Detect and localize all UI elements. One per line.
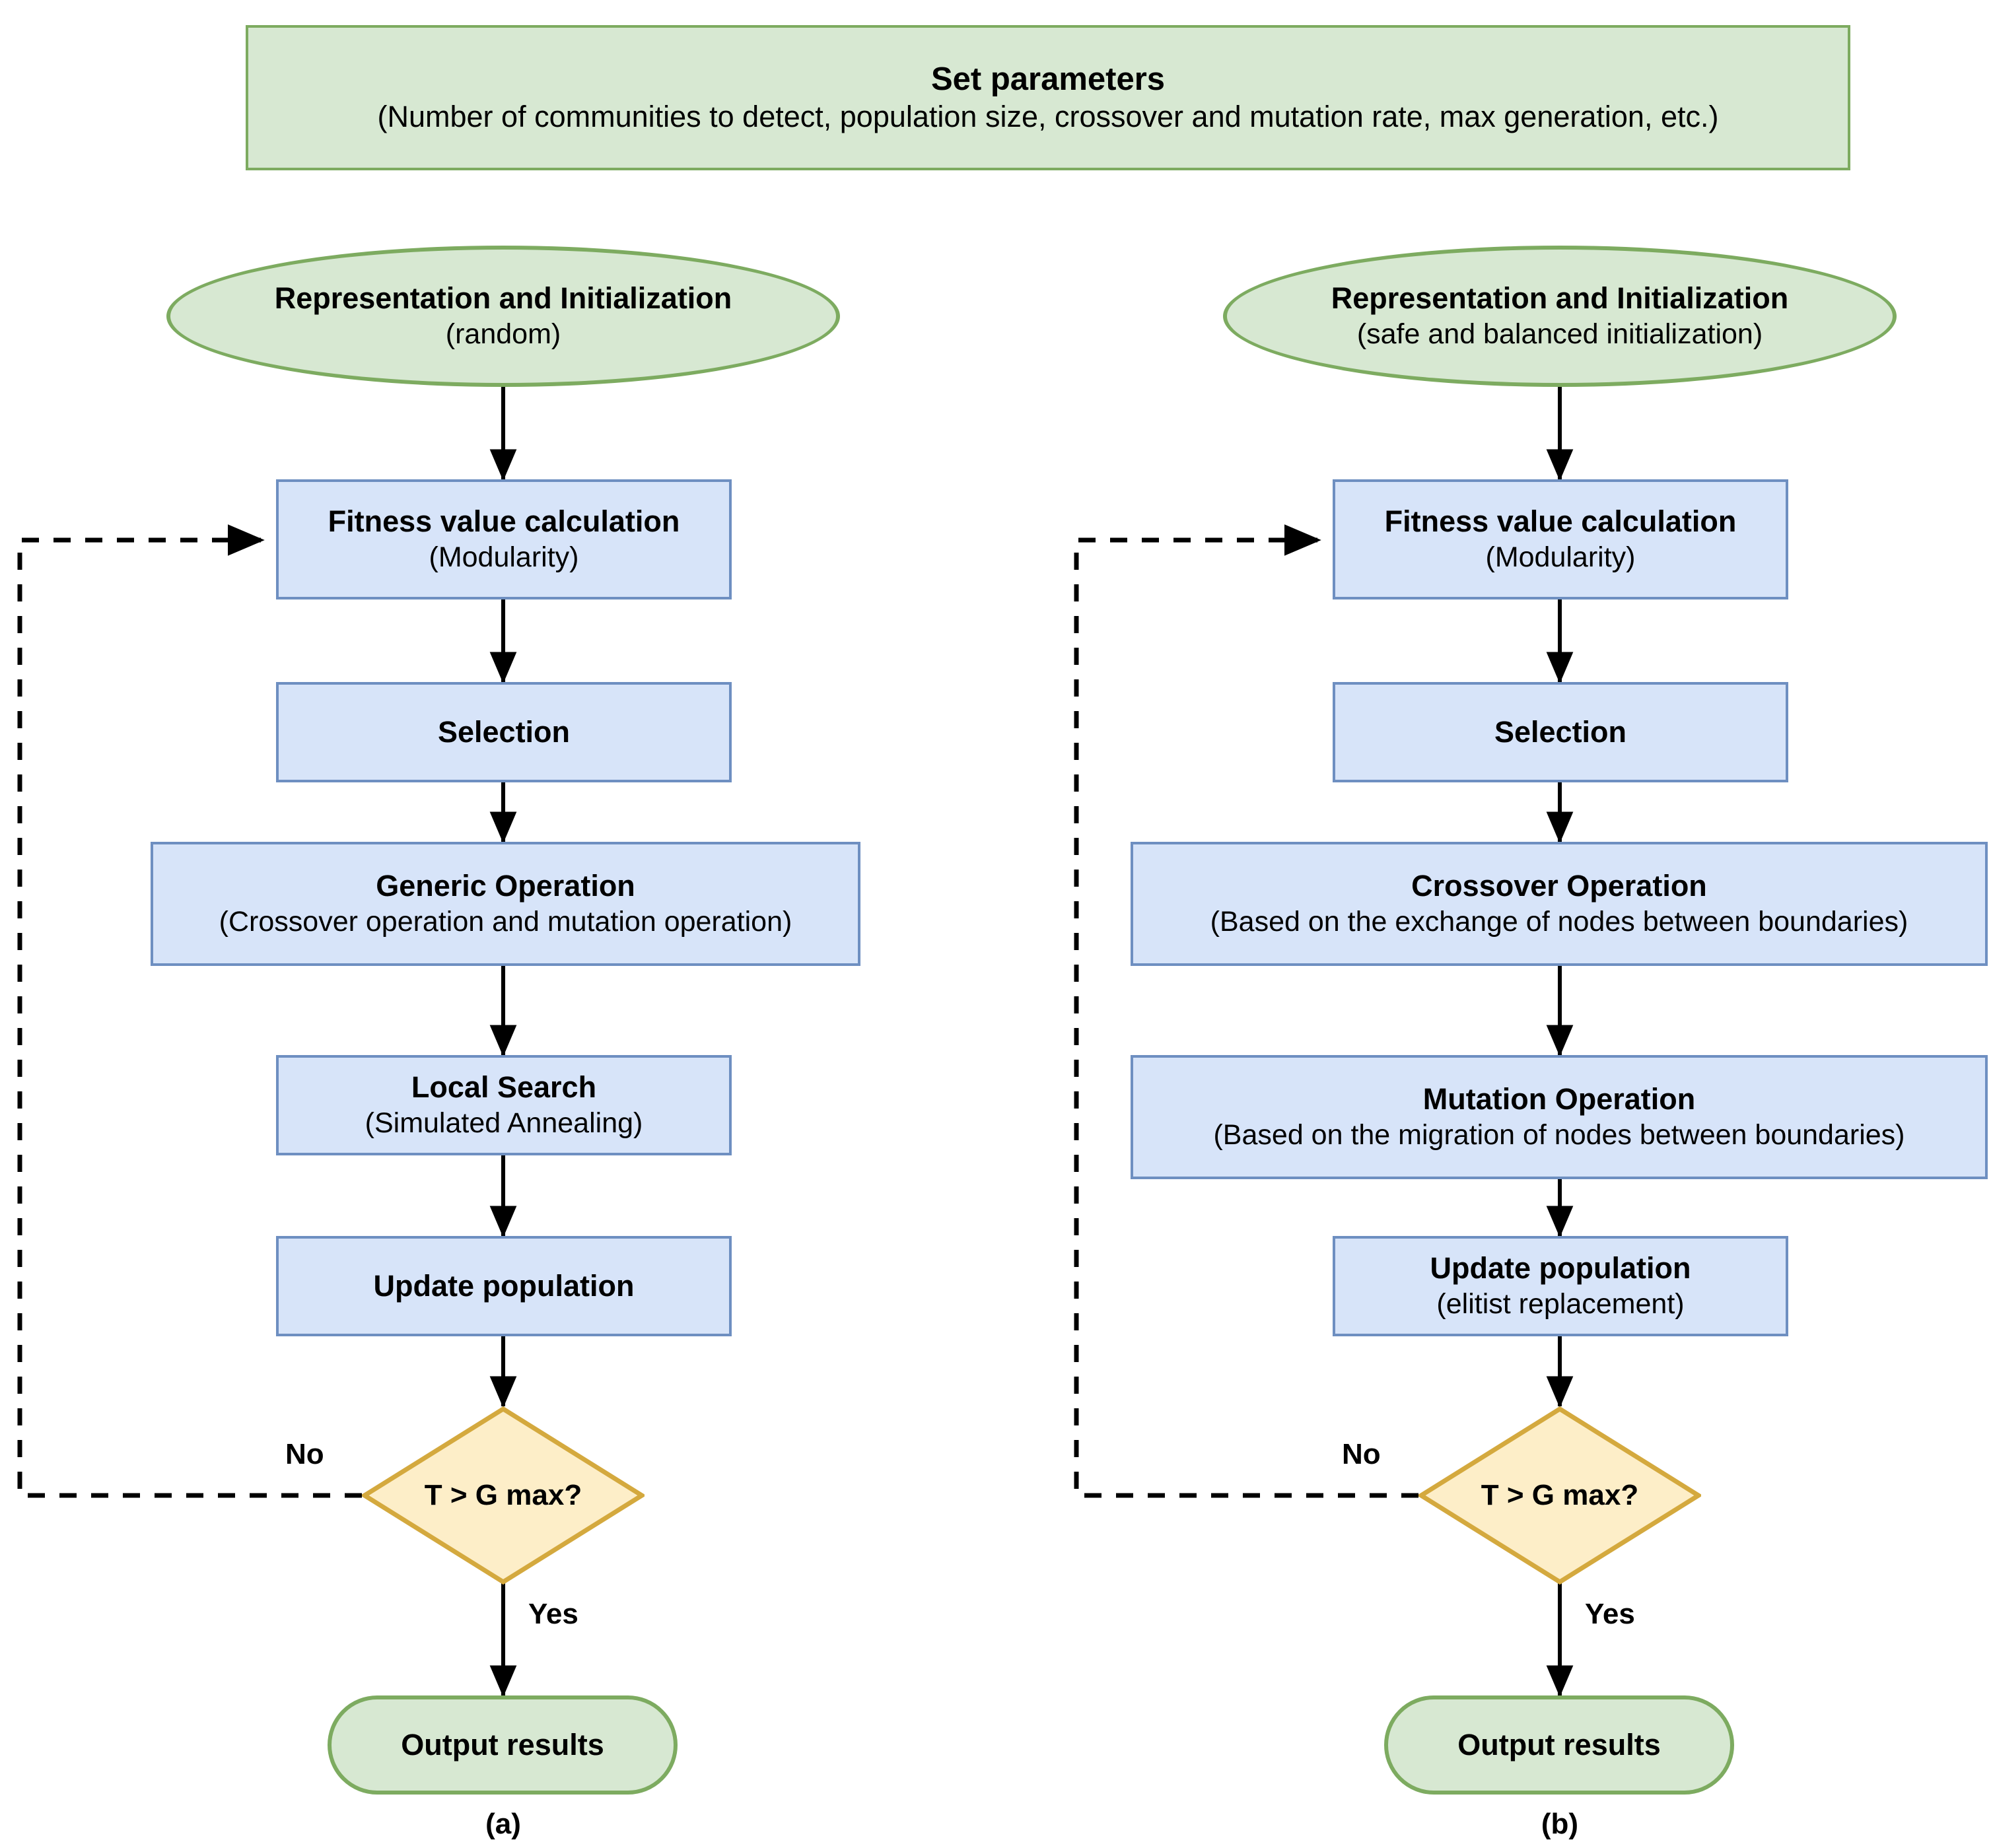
- panel-b-caption: (b): [1541, 1808, 1579, 1840]
- panel-b-step-fitness-title: Fitness value calculation: [1384, 504, 1737, 539]
- panel-b-step-selection-title: Selection: [1494, 714, 1627, 749]
- panel-a-step-local-search[interactable]: Local Search (Simulated Annealing): [276, 1055, 732, 1155]
- panel-a-start-node[interactable]: Representation and Initialization (rando…: [166, 246, 840, 387]
- panel-a-decision[interactable]: T > G max?: [362, 1406, 645, 1585]
- panel-b-decision-label: T > G max?: [1481, 1479, 1639, 1511]
- panel-a-start-subtitle: (random): [445, 318, 561, 351]
- panel-a-decision-label: T > G max?: [424, 1479, 582, 1511]
- panel-b-start-title: Representation and Initialization: [1331, 281, 1789, 316]
- panel-a-end-title: Output results: [401, 1727, 604, 1762]
- panel-b-step-crossover-operation[interactable]: Crossover Operation (Based on the exchan…: [1131, 842, 1988, 966]
- panel-b-decision[interactable]: T > G max?: [1418, 1406, 1701, 1585]
- set-parameters-box[interactable]: Set parameters (Number of communities to…: [246, 25, 1850, 170]
- panel-b-step-crossover-operation-subtitle: (Based on the exchange of nodes between …: [1210, 906, 1908, 938]
- panel-b-step-crossover-operation-title: Crossover Operation: [1411, 869, 1707, 903]
- panel-b-step-fitness[interactable]: Fitness value calculation (Modularity): [1333, 479, 1788, 599]
- panel-a-step-local-search-title: Local Search: [411, 1070, 597, 1105]
- panel-a-step-selection[interactable]: Selection: [276, 682, 732, 782]
- panel-b-step-fitness-subtitle: (Modularity): [1485, 541, 1636, 574]
- panel-a-yes-label: Yes: [528, 1598, 578, 1630]
- panel-b-step-update-population-subtitle: (elitist replacement): [1436, 1288, 1685, 1320]
- panel-b-start-subtitle: (safe and balanced initialization): [1356, 318, 1763, 351]
- panel-b-end-title: Output results: [1457, 1727, 1661, 1762]
- panel-a-step-update-population-title: Update population: [373, 1268, 635, 1303]
- panel-a-caption: (a): [485, 1808, 521, 1840]
- panel-b-step-mutation-operation[interactable]: Mutation Operation (Based on the migrati…: [1131, 1055, 1988, 1179]
- panel-a-end-node[interactable]: Output results: [328, 1695, 678, 1795]
- panel-b-step-mutation-operation-subtitle: (Based on the migration of nodes between…: [1213, 1119, 1905, 1151]
- panel-b-step-update-population-title: Update population: [1430, 1251, 1691, 1285]
- panel-a-step-local-search-subtitle: (Simulated Annealing): [365, 1107, 643, 1140]
- panel-a-step-fitness-subtitle: (Modularity): [429, 541, 579, 574]
- panel-a-no-label: No: [285, 1438, 324, 1470]
- panel-b-step-selection[interactable]: Selection: [1333, 682, 1788, 782]
- panel-b-yes-label: Yes: [1585, 1598, 1635, 1630]
- panel-a-start-title: Representation and Initialization: [274, 281, 732, 316]
- panel-b-step-mutation-operation-title: Mutation Operation: [1422, 1082, 1696, 1116]
- set-parameters-detail: (Number of communities to detect, popula…: [377, 100, 1719, 134]
- panel-a-step-fitness[interactable]: Fitness value calculation (Modularity): [276, 479, 732, 599]
- panel-a-step-generic-operation-subtitle: (Crossover operation and mutation operat…: [219, 906, 792, 938]
- panel-b-no-label: No: [1342, 1438, 1381, 1470]
- panel-b-step-update-population[interactable]: Update population (elitist replacement): [1333, 1236, 1788, 1336]
- panel-b-end-node[interactable]: Output results: [1384, 1695, 1734, 1795]
- panel-a-step-fitness-title: Fitness value calculation: [328, 504, 680, 539]
- panel-a-step-selection-title: Selection: [437, 714, 571, 749]
- set-parameters-title: Set parameters: [930, 61, 1166, 97]
- panel-a-step-generic-operation[interactable]: Generic Operation (Crossover operation a…: [151, 842, 860, 966]
- panel-a-step-generic-operation-title: Generic Operation: [376, 869, 635, 903]
- panel-b-start-node[interactable]: Representation and Initialization (safe …: [1223, 246, 1897, 387]
- panel-a-step-update-population[interactable]: Update population: [276, 1236, 732, 1336]
